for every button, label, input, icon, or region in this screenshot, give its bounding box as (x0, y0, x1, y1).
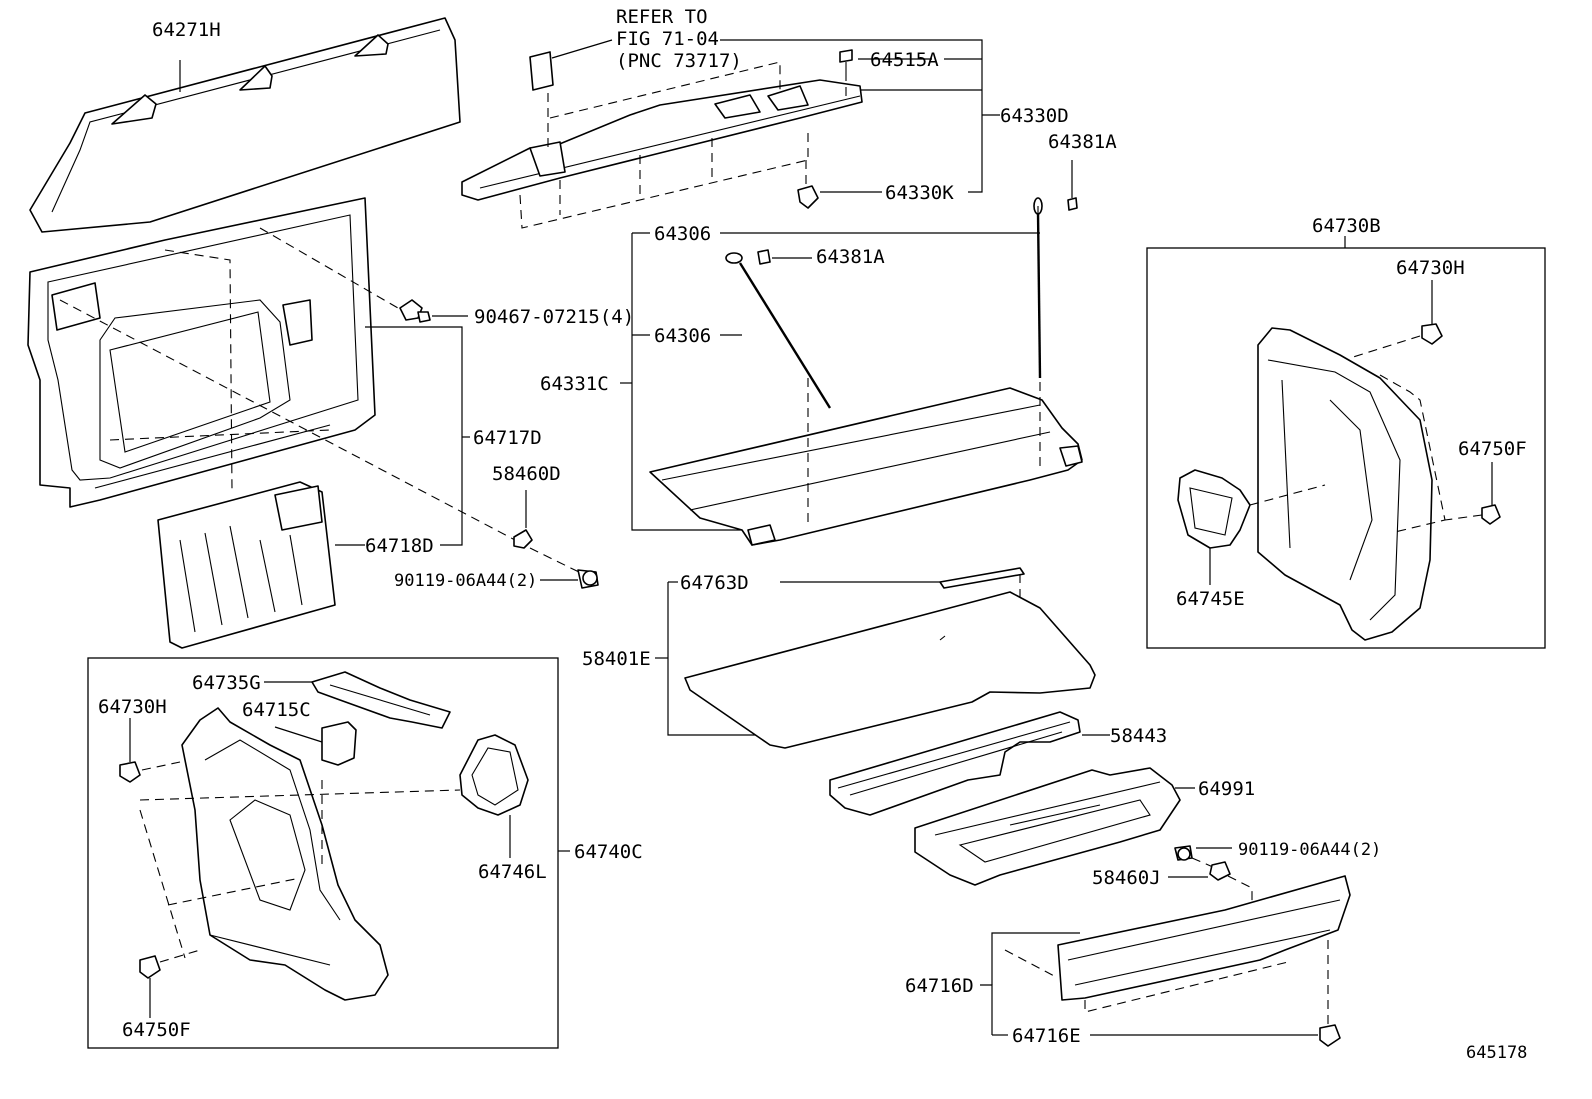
part-64750f-clip-left (139, 955, 161, 979)
part-58401e-floor-board (684, 591, 1096, 749)
label-90119-right: 90119-06A44(2) (1238, 840, 1381, 860)
part-64381a-cap-mid (757, 249, 771, 265)
part-64330d-upper-trim (461, 79, 863, 201)
part-64515a-screw (839, 49, 853, 72)
part-64746l-cover (459, 734, 529, 816)
part-64330k-clip (797, 185, 819, 209)
label-90119-left: 90119-06A44(2) (394, 571, 537, 591)
label-58401e: 58401E (582, 648, 651, 670)
label-64271h: 64271H (152, 19, 221, 41)
part-90467-clip (399, 299, 431, 323)
part-64331c-tonneau-cover (649, 387, 1083, 546)
refer-note-line3: (PNC 73717) (616, 50, 742, 72)
refer-note-line1: REFER TO (616, 6, 708, 28)
label-90467: 90467-07215(4) (474, 306, 634, 328)
label-64735g: 64735G (192, 672, 261, 694)
box-64740c (87, 657, 559, 1049)
part-64715c-lid (321, 721, 357, 766)
part-64716d-sill-plate (1057, 875, 1351, 1001)
label-64746l: 64746L (478, 861, 547, 883)
label-64717d: 64717D (473, 427, 542, 449)
part-refer-bracket (529, 51, 554, 91)
label-64730h-right: 64730H (1396, 257, 1465, 279)
label-58460d: 58460D (492, 463, 561, 485)
part-58443-support (829, 711, 1081, 816)
label-64763d: 64763D (680, 572, 749, 594)
label-58460j: 58460J (1092, 867, 1161, 889)
label-64306-mid: 64306 (654, 325, 711, 347)
part-64271h-panel (29, 17, 461, 233)
part-64763d-strap (939, 567, 1025, 589)
part-64735g-upper-garnish (311, 671, 451, 729)
part-64718d-trim (157, 481, 336, 649)
part-64381a-cap-top (1067, 197, 1078, 211)
label-64381a-top: 64381A (1048, 131, 1117, 153)
part-64306-rod-left (725, 252, 832, 409)
part-64991-tray (914, 767, 1181, 886)
part-64745e-cover (1177, 469, 1251, 549)
part-90119-bolt-right (1174, 845, 1193, 861)
label-64715c: 64715C (242, 699, 311, 721)
label-64381a-mid: 64381A (816, 246, 885, 268)
figure-number: 645178 (1466, 1043, 1527, 1063)
label-64750f-left: 64750F (122, 1019, 191, 1041)
part-64306-rod-right (1033, 197, 1043, 379)
refer-note-line2: FIG 71-04 (616, 28, 719, 50)
label-64730h-left: 64730H (98, 696, 167, 718)
label-64330k: 64330K (885, 182, 954, 204)
label-64718d: 64718D (365, 535, 434, 557)
label-64716e: 64716E (1012, 1025, 1081, 1047)
part-58460j-nut (1209, 861, 1231, 881)
part-64717d-seatback-frame (27, 197, 376, 508)
label-64730b: 64730B (1312, 215, 1381, 237)
label-64331c: 64331C (540, 373, 609, 395)
part-58460d-nut (513, 529, 533, 549)
label-64740c: 64740C (574, 841, 643, 863)
label-64991: 64991 (1198, 778, 1255, 800)
part-90119-bolt-left (577, 569, 599, 589)
part-64716e-clip (1319, 1024, 1341, 1047)
label-64716d: 64716D (905, 975, 974, 997)
label-58443: 58443 (1110, 725, 1167, 747)
box-64730b (1146, 247, 1546, 649)
refer-note: REFER TO FIG 71-04 (PNC 73717) (616, 6, 742, 72)
part-64730h-clip-right (1421, 323, 1443, 345)
label-64745e: 64745E (1176, 588, 1245, 610)
part-64750f-clip-right (1481, 504, 1501, 525)
label-64515a: 64515A (870, 49, 939, 71)
label-64306-top: 64306 (654, 223, 711, 245)
part-64730b-side-trim-right (1257, 327, 1433, 641)
label-64750f-right: 64750F (1458, 438, 1527, 460)
part-64740c-side-trim-left (181, 707, 389, 1001)
label-64330d: 64330D (1000, 105, 1069, 127)
part-64730h-clip-left (119, 761, 141, 783)
